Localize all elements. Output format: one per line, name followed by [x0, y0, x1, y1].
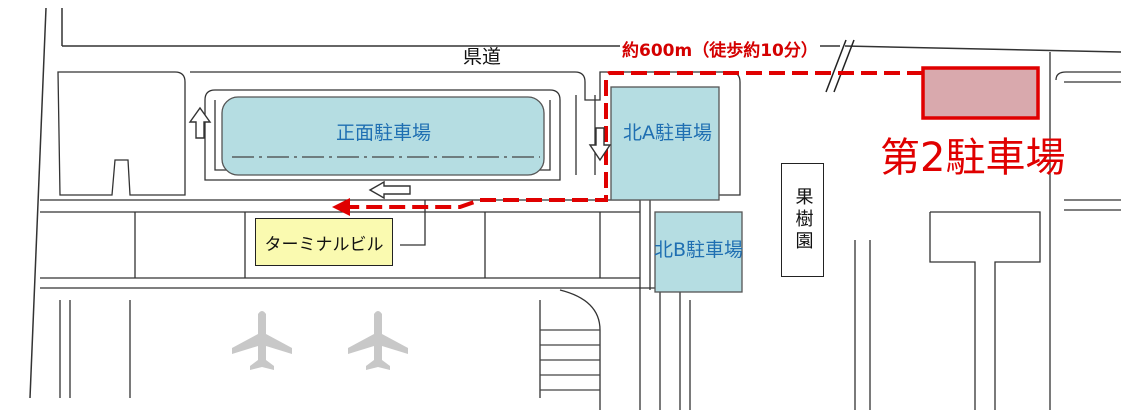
parking-north-a-label: 北A駐車場 [623, 122, 712, 144]
walking-route-arrowhead [332, 198, 350, 216]
road-label: 県道 [463, 46, 502, 68]
walking-distance-label: 約600m（徒歩約10分） [620, 41, 820, 61]
parking-main-label: 正面駐車場 [336, 122, 432, 144]
parking-main-area [221, 96, 545, 176]
parking-second-area [921, 66, 1040, 120]
parking-north-a-area [610, 86, 720, 201]
parking-second-label: 第2駐車場 [880, 135, 1066, 181]
airplane-icon [232, 311, 292, 370]
airplane-icon [348, 311, 408, 370]
parking-north-b-label: 北B駐車場 [654, 239, 744, 261]
road-break-marks [825, 39, 855, 93]
orchard-box: 果樹園 [781, 163, 824, 277]
runway-stripes [540, 329, 600, 391]
walking-route [345, 71, 923, 209]
direction-arrow-icon [188, 106, 612, 200]
terminal-building: ターミナルビル [255, 218, 393, 266]
parking-north-b-area [654, 211, 743, 293]
